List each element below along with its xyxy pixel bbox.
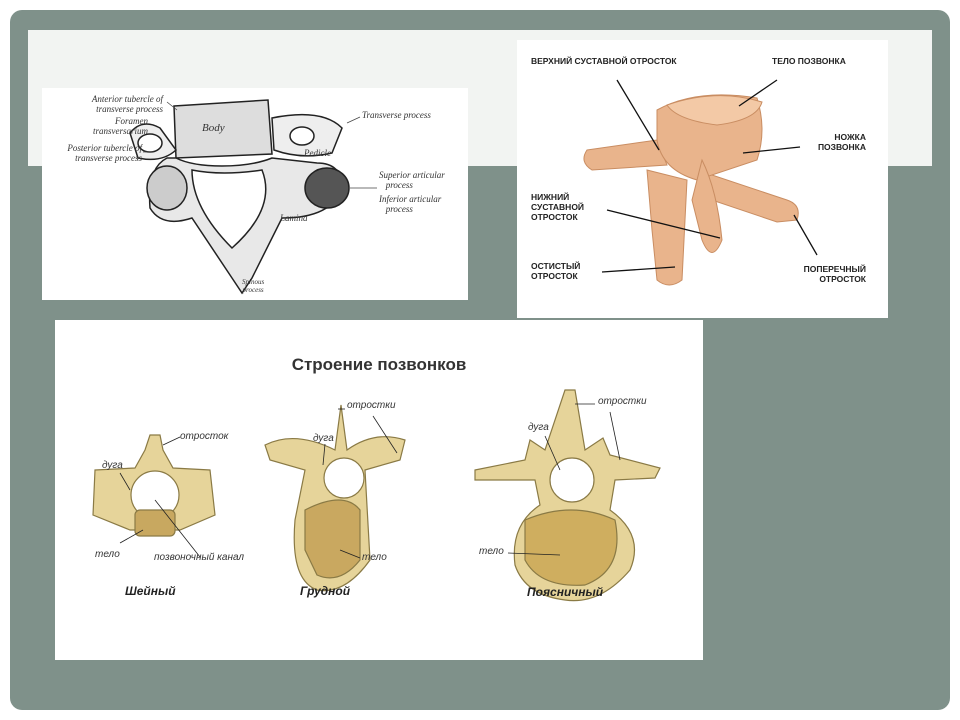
label-superior-articular: Superior articular process bbox=[379, 170, 445, 191]
thoracic-caption: Грудной bbox=[300, 584, 351, 598]
cervical-label-arch: дуга bbox=[102, 460, 123, 471]
figure-title: Строение позвонков bbox=[291, 355, 467, 374]
lumbar-label-processes: отростки bbox=[598, 396, 647, 407]
lumbar-label-body: тело bbox=[479, 546, 504, 557]
thoracic-label-body: тело bbox=[362, 552, 387, 563]
figure-vertebra-russian-labels: ВЕРХНИЙ СУСТАВНОЙ ОТРОСТОК ТЕЛО ПОЗВОНКА… bbox=[517, 40, 888, 318]
label-upper-articular-process: ВЕРХНИЙ СУСТАВНОЙ ОТРОСТОК bbox=[531, 56, 677, 66]
cervical-label-process: отросток bbox=[180, 431, 229, 442]
label-body: Body bbox=[202, 122, 225, 134]
thoracic-label-processes: отростки bbox=[347, 400, 396, 411]
lumbar-label-arch: дуга bbox=[528, 422, 549, 433]
lumbar-caption: Поясничный bbox=[527, 585, 604, 599]
cervical-caption: Шейный bbox=[125, 584, 176, 598]
vertebrae-drawings bbox=[92, 389, 661, 602]
label-inferior-articular: Inferior articular process bbox=[379, 194, 442, 215]
cervical-label-body: тело bbox=[95, 549, 120, 560]
thoracic-label-arch: дуга bbox=[313, 433, 334, 444]
label-transverse-process: Transverse process bbox=[362, 110, 431, 120]
label-pedicle: Pedicle bbox=[304, 148, 331, 158]
figure-vertebrae-structure: Строение позвонков bbox=[55, 320, 703, 660]
vertebra-color-drawing bbox=[583, 79, 818, 286]
cervical-label-canal: позвоночный канал bbox=[154, 552, 245, 563]
label-lamina: Lamina bbox=[280, 213, 308, 223]
cervical-vertebra-drawing bbox=[129, 99, 377, 295]
label-vertebral-body: ТЕЛО ПОЗВОНКА bbox=[772, 56, 846, 66]
